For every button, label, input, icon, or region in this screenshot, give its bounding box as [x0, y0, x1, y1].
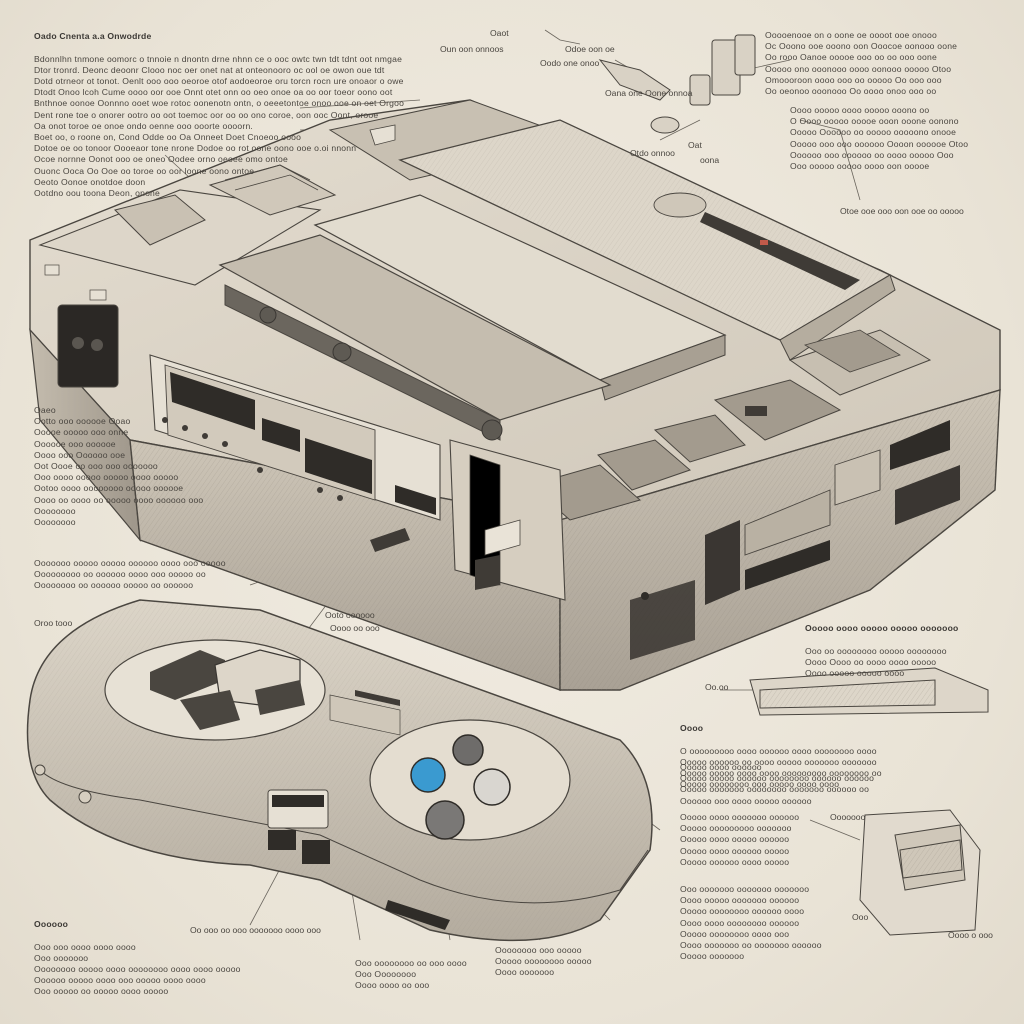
cartridge-side-sketch [749, 667, 989, 716]
annotation-body: Ooo ooo oooo oooo oooo Ooo ooooooo Ooooo… [34, 941, 241, 997]
annotation-right-middle: Ooooo oooo ooooo ooooo ooooooo Ooo oo oo… [805, 612, 1005, 679]
label-left-d: Oooo oo ooo [330, 623, 380, 633]
label-p: Oooo o ooo [948, 930, 993, 940]
annotation-heading: Oooooo [34, 919, 69, 930]
label-left-c: Ooto oooooo [325, 610, 375, 620]
annotation-heading: Ooooo oooo ooooo ooooo ooooooo [805, 623, 959, 634]
label-cartridge: Ooooooo [830, 812, 866, 822]
annotation-bottom-right: Ooo ooooooo ooooooo ooooooo Oooo ooooo o… [680, 884, 822, 962]
console-body [29, 99, 1001, 691]
annotation-top-right-3: Otoe ooe ooo oon ooe oo ooooo [840, 206, 964, 216]
label-o: Ooo [852, 912, 869, 922]
label-top-center-4: Oodo one onoo [540, 58, 600, 68]
label-top-center-8: oona [700, 155, 720, 165]
label-top-center-6: Otdo onnoo [630, 148, 675, 158]
annotation-bottom-left: Oooooo Ooo ooo oooo oooo oooo Ooo oooooo… [34, 908, 314, 998]
controller [26, 599, 653, 942]
label-top-center-1: Oaot [490, 28, 509, 38]
label-top-center-3: Odoe oon oe [565, 44, 615, 54]
annotation-left-middle-2: Ooooooo ooooo ooooo oooooo oooo ooo oooo… [34, 558, 226, 591]
annotation-bottom-center: Ooo oooooooo oo ooo oooo Ooo Oooooooo Oo… [355, 958, 467, 991]
annotation-bottom-center-2: Oooooooo ooo ooooo Ooooo oooooooo ooooo … [495, 945, 592, 978]
annotation-heading: Oooo [680, 723, 704, 734]
label-top-center-7: Oat [688, 140, 702, 150]
label-left-b: Oroo tooo [34, 618, 73, 628]
cartridge-3d-sketch [859, 809, 981, 936]
annotation-top-right-1: Ooooenooe on o oone oe oooot ooe onooo O… [765, 30, 958, 97]
annotation-left-middle: Oaeo Ootto ooo oooooe Ooao Ooooe ooooo o… [34, 405, 204, 528]
label-port: Oo.oo [705, 682, 729, 692]
annotation-body: O ooooooooo oooo oooooo oooo oooooooo oo… [680, 745, 882, 790]
annotation-right-lower-2: Ooooo oooo oooooo Ooooo ooooo oooooo ooo… [680, 762, 875, 806]
annotation-body: Bdonnlhn tnmone oomorc o tnnoie n dnontn… [34, 53, 405, 199]
annotation-top-left: Oado Cnenta a.a Onwodrde Bdonnlhn tnmone… [34, 20, 434, 199]
annotation-right-lower-3: Ooooo oooo ooooooo oooooo Ooooo oooooooo… [680, 812, 800, 867]
label-top-center-2: Oun oon onnoos [440, 44, 504, 54]
detail-sketch-top [598, 34, 756, 134]
label-top-center-5: Oana one Oone onnoa [605, 88, 693, 98]
annotation-heading: Oado Cnenta a.a Onwodrde [34, 31, 152, 42]
annotation-right-lower-1: Oooo O ooooooooo oooo oooooo oooo oooooo… [680, 712, 1000, 790]
label-bottom-center: Oo ooo oo ooo ooooooo oooo ooo [190, 925, 321, 935]
annotation-top-right-2: Oooo ooooo oooo ooooo ooono oo O Oooo oo… [790, 105, 969, 172]
annotation-body: Ooo oo oooooooo ooooo oooooooo Oooo Oooo… [805, 645, 947, 679]
